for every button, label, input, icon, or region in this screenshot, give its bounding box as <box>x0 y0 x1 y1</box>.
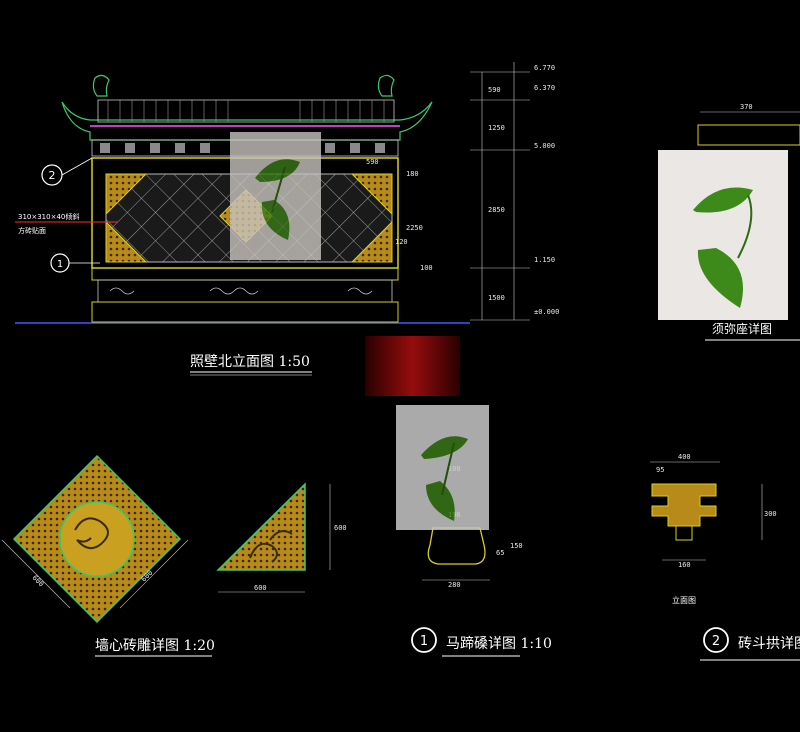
carving-roundel <box>59 501 135 577</box>
roof-outline <box>61 101 433 141</box>
dim-180: 180 <box>406 170 419 178</box>
dim-590-inner: 590 <box>366 158 379 166</box>
carving-dim-c: 600 <box>254 584 267 592</box>
corner-carving-tl <box>105 173 148 216</box>
dim-1250: 1250 <box>488 124 505 132</box>
bracket-title: 砖斗拱详图 <box>738 636 800 652</box>
level-6770: 6.770 <box>534 64 555 72</box>
plinth-base <box>91 301 399 323</box>
hoof-dim-side2: 150 <box>510 542 523 550</box>
carving-detail-drawing: 600 600 600 600 墙心砖雕详图 1:20 <box>1 454 347 657</box>
bracket-callout-circle[interactable] <box>703 627 729 653</box>
callout-label-2: 2 <box>49 169 56 182</box>
dim-2250: 2250 <box>406 224 423 232</box>
sumeru-base-detail: 370 须弥座详图 <box>697 103 800 341</box>
dimension-chain <box>470 62 530 321</box>
dim-100: 100 <box>420 264 433 272</box>
level-6370: 6.370 <box>534 84 555 92</box>
right-ridge-ornament <box>377 74 395 97</box>
corner-carving-tr <box>350 173 393 216</box>
bracket-dim-bot: 160 <box>678 561 691 569</box>
bracket-dim-right: 300 <box>764 510 777 518</box>
hoof-dim-side1: 65 <box>496 549 504 557</box>
level-1150: 1.150 <box>534 256 555 264</box>
roof-tiles <box>97 99 395 123</box>
corner-carving-bl <box>105 220 148 263</box>
carving-dim-a: 600 <box>31 574 46 589</box>
dim-1500: 1500 <box>488 294 505 302</box>
level-5000: 5.000 <box>534 142 555 150</box>
hoof-callout-label: 1 <box>420 634 428 649</box>
sumeru-dim: 370 <box>740 103 753 111</box>
carving-triangle-tile <box>216 482 306 571</box>
hoof-title: 马蹄磉详图 1:10 <box>446 635 552 652</box>
bracket-subtitle: 立面图 <box>672 595 696 605</box>
leaf-photo-overlay-2 <box>658 150 788 320</box>
sumeru-title: 须弥座详图 <box>712 321 772 336</box>
bracket-profile <box>651 483 717 527</box>
leaf-icon <box>421 436 468 459</box>
level-0000: ±0.000 <box>534 308 559 316</box>
elevation-title: 照壁北立面图 1:50 <box>190 354 310 370</box>
hoof-dim-bot: 280 <box>448 581 461 589</box>
dim-590-right: 590 <box>488 86 501 94</box>
note-line-1: 310×310×40倾斜 <box>18 212 79 221</box>
callout-label-1: 1 <box>57 259 63 270</box>
leaf-photo-overlay-3 <box>396 405 489 530</box>
carving-title: 墙心砖雕详图 1:20 <box>95 638 215 654</box>
corner-carving-br <box>350 220 393 263</box>
leaf-icon <box>693 187 753 213</box>
brick-bracket-detail-drawing: 400 95 160 300 立面图 2 砖斗拱详图 <box>650 453 800 661</box>
bracket-dim-top: 400 <box>678 453 691 461</box>
dim-2850: 2850 <box>488 206 505 214</box>
left-ridge-ornament <box>92 74 110 97</box>
plinth-top <box>91 267 399 281</box>
bracket-dim-left: 95 <box>656 466 664 474</box>
carving-dim-d: 600 <box>334 524 347 532</box>
plinth-body <box>97 279 393 303</box>
leaf-photo-overlay-1 <box>230 132 321 260</box>
leaf-icon <box>255 159 300 182</box>
dim-120: 120 <box>395 238 408 246</box>
red-blur-artifact <box>365 336 460 396</box>
bracket-callout-label: 2 <box>712 634 720 649</box>
hoof-base-profile <box>427 527 486 565</box>
note-line-2: 方砖贴面 <box>18 226 46 235</box>
hoof-callout-circle[interactable] <box>411 627 437 653</box>
